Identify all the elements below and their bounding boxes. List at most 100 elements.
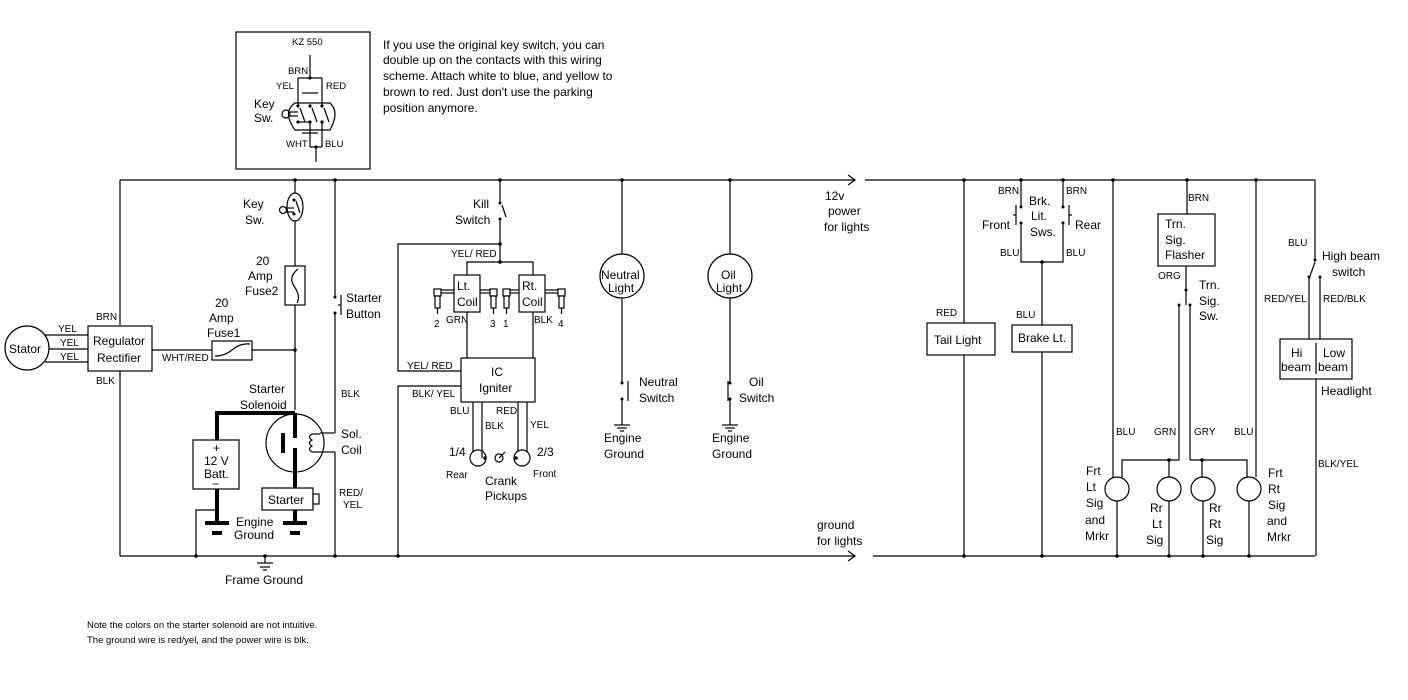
turn-switch-label: Sig. (1199, 294, 1220, 308)
bottom-note-line: Note the colors on the starter solenoid … (87, 620, 317, 631)
inset-title: KZ 550 (292, 37, 323, 48)
wire-label: GRN (446, 315, 468, 326)
regulator-rectifier: Regulator Rectifier BRN BLK WHT/RED (87, 312, 212, 387)
turn-signal-circuit: Trn. Sig. Flasher BRN ORG Trn. Sig. Sw. … (1085, 178, 1291, 558)
rr-rt-sig-bulb (1190, 476, 1216, 502)
wire-label: YEL (343, 500, 362, 511)
battery: + 12 V Batt. − (192, 411, 295, 558)
key-switch-inset: KZ 550 BRN YEL RED Key Sw. WHT BLU (235, 31, 371, 170)
wire-label: ORG (1158, 271, 1181, 282)
battery-label: Batt. (204, 467, 229, 481)
brake-light-switches: Brk. Lit. Sws. Front Rear BRN BRN BLU BL… (982, 178, 1101, 325)
rr-rt-sig-label: Sig (1206, 533, 1223, 547)
solenoid-label: Starter (249, 382, 285, 396)
wire-label: BLU (1288, 238, 1307, 249)
power-bus-label: for lights (824, 220, 869, 234)
fuse1-label: Fuse1 (207, 326, 241, 340)
engine-ground-label: Ground (604, 447, 644, 461)
headlight-label: Hi (1291, 346, 1302, 360)
pickup-rear-label: 1/4 (449, 445, 466, 459)
oil-switch-label: Switch (739, 391, 774, 405)
bottom-note-line: The ground wire is red/yel, and the powe… (87, 635, 309, 646)
ground-bus: ground for lights (119, 371, 1315, 562)
starter-button-label: Starter (346, 291, 382, 305)
kill-switch-label: Switch (455, 213, 490, 227)
crank-pickups-label: Crank (485, 474, 518, 488)
frt-rt-sig-label: Frt (1268, 466, 1283, 480)
frt-rt-sig-label: and (1267, 514, 1287, 528)
rr-rt-sig-label: Rt (1209, 517, 1222, 531)
wire-label: YEL (58, 324, 77, 335)
power-bus-label: power (828, 204, 861, 218)
headlight-label: beam (1281, 360, 1311, 374)
plug-number: 4 (558, 319, 564, 330)
sol-coil-label: Coil (341, 443, 362, 457)
pickup-rear-label: Rear (446, 470, 468, 481)
spark-plug-icon (502, 288, 511, 314)
frt-rt-sig-label: Sig (1268, 498, 1285, 512)
igniter-label: IC (491, 365, 503, 379)
battery-label: − (212, 477, 219, 491)
brake-switches-label: Sws. (1030, 225, 1056, 239)
inset-frame (235, 31, 371, 170)
starter-button-label: Button (346, 307, 381, 321)
neutral-switch-label: Switch (639, 391, 674, 405)
key-switch: Key Sw. (243, 178, 304, 266)
regulator-label: Regulator (93, 334, 145, 348)
flasher-label: Trn. (1165, 217, 1186, 231)
lt-coil-label: Lt. (457, 279, 470, 293)
ic-igniter: IC Igniter BLU BLK RED YEL (450, 357, 549, 458)
wire-label: BLK/ YEL (412, 389, 456, 400)
stator: Stator YEL YEL YEL (4, 324, 88, 371)
brake-light: Brake Lt. BLU (1011, 310, 1073, 558)
frame-ground: Frame Ground (225, 554, 303, 587)
engine-ground-label: Engine (604, 431, 642, 445)
rr-lt-sig-bulb (1156, 476, 1182, 502)
key-switch-label: Key (243, 197, 264, 211)
rt-coil: Rt. Coil BLK (509, 274, 558, 358)
key-switch-label: Sw. (245, 213, 264, 227)
wire-label: BRN (1066, 186, 1087, 197)
headlight-label: Headlight (1321, 384, 1372, 398)
tail-light: Tail Light RED (926, 178, 996, 558)
sol-coil-label: Sol. (341, 427, 362, 441)
engine-ground-label: Engine (236, 515, 274, 529)
wire-label: BLU (1066, 248, 1085, 259)
spark-plug-icon (557, 288, 566, 314)
wire-label: YEL (60, 338, 79, 349)
oil-light-label: Oil (721, 268, 736, 282)
tail-light-label: Tail Light (934, 333, 982, 347)
brake-front-label: Front (982, 218, 1011, 232)
frt-rt-sig-label: Rt (1268, 482, 1281, 496)
spark-plug-icon (489, 288, 498, 314)
inset-label-key: Key (254, 97, 275, 111)
rr-lt-sig-label: Lt (1152, 517, 1163, 531)
inset-label-wht: WHT (286, 139, 308, 150)
frame-ground-label: Frame Ground (225, 573, 303, 587)
lt-coil-label: Coil (457, 295, 478, 309)
rr-lt-sig-label: Rr (1150, 501, 1163, 515)
spark-plug-icon (433, 288, 442, 314)
inset-note: If you use the original key switch, you … (383, 38, 613, 115)
high-beam-switch-label: switch (1332, 265, 1365, 279)
brake-rear-label: Rear (1075, 218, 1101, 232)
flasher-label: Sig. (1165, 233, 1186, 247)
headlight-label: Low (1323, 346, 1345, 360)
brake-switches-label: Lit. (1031, 209, 1047, 223)
igniter-label: Igniter (479, 381, 512, 395)
wire-label: RED (496, 406, 517, 417)
neutral-switch-label: Neutral (639, 375, 678, 389)
wire-label: GRY (1194, 427, 1216, 438)
fuse1-label: 20 (215, 296, 229, 310)
frt-lt-sig-label: and (1085, 513, 1105, 527)
starter-motor: Starter Engine Ground (234, 487, 320, 542)
power-bus: 12v power for lights (119, 174, 1315, 325)
inset-note-line: If you use the original key switch, you … (383, 38, 604, 52)
ground-bus-label: for lights (817, 534, 862, 548)
wire-label: BLU (450, 406, 469, 417)
inset-label-sw: Sw. (254, 111, 273, 125)
kill-switch-label: Kill (473, 197, 489, 211)
brake-light-label: Brake Lt. (1018, 331, 1066, 345)
wire-label: YEL/ RED (451, 249, 497, 260)
wire-label: BRN (998, 186, 1019, 197)
